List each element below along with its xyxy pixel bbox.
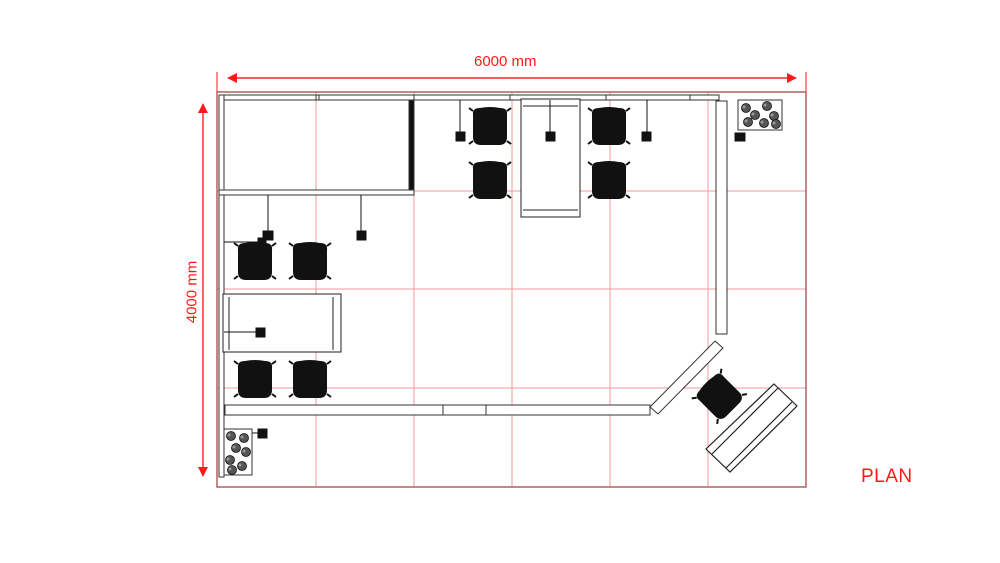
- chair: [288, 241, 332, 281]
- chair: [233, 359, 277, 399]
- plant-box-bottom-left: [223, 428, 253, 476]
- partition-walls: [218, 94, 728, 478]
- booth-boundary: [216, 91, 807, 488]
- chair: [690, 367, 749, 426]
- height-dimension-label: 4000 mm: [183, 260, 201, 324]
- chair: [233, 241, 277, 281]
- chair: [587, 160, 631, 200]
- storage-room-2: [316, 100, 409, 190]
- table-left: [222, 293, 342, 353]
- sofa-right-corner: [705, 383, 798, 473]
- chair: [288, 359, 332, 399]
- chair: [468, 160, 512, 200]
- width-dimension-label: 6000 mm: [474, 53, 537, 70]
- chair: [587, 106, 631, 146]
- chair: [468, 106, 512, 146]
- plant-box-top-right: [737, 99, 783, 131]
- storage-room-1: [224, 100, 316, 190]
- plan-title: PLAN: [861, 466, 913, 487]
